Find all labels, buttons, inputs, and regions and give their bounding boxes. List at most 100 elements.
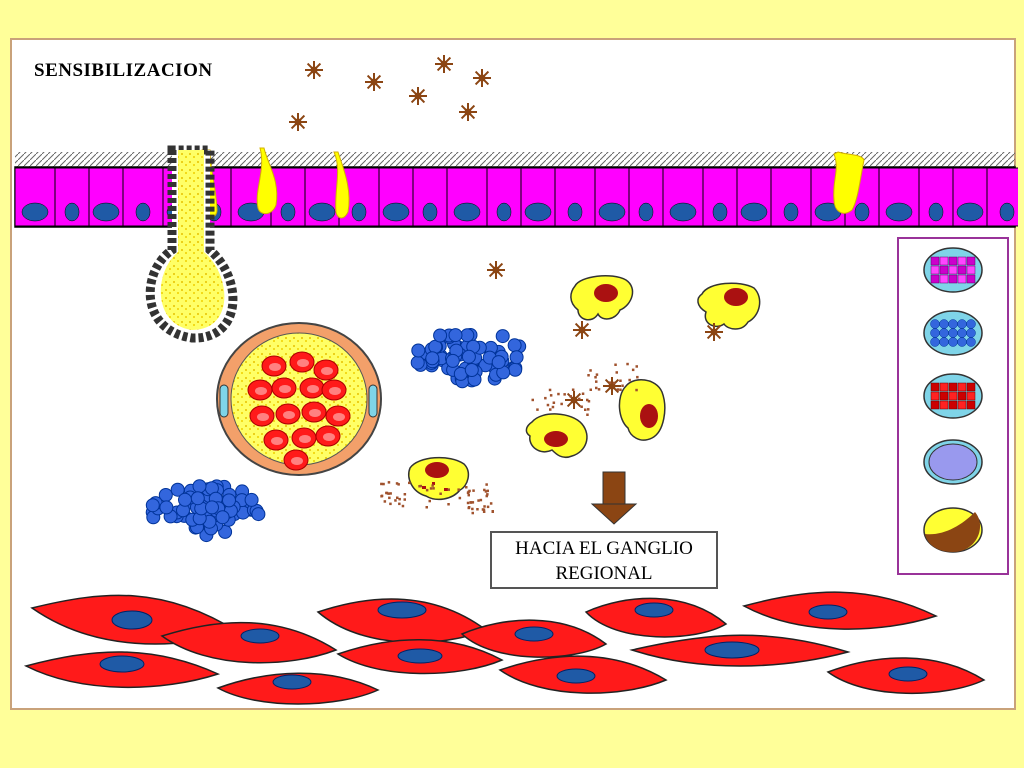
nucleus	[21, 202, 49, 222]
mast-cell-cluster	[410, 328, 527, 389]
red-cell	[263, 429, 289, 451]
antigen-star	[365, 73, 383, 91]
nucleus	[783, 202, 799, 222]
fibroblast	[23, 651, 221, 689]
epithelial-cell	[770, 167, 812, 227]
nucleus	[638, 202, 654, 222]
langerhans-cell	[525, 413, 588, 459]
red-cell	[261, 355, 287, 377]
epithelial-cell	[702, 167, 738, 227]
langerhans-cell	[697, 282, 761, 330]
epithelial-cell	[554, 167, 596, 227]
nucleus	[634, 602, 674, 618]
red-granulated-cell	[923, 373, 983, 419]
red-cell	[271, 377, 297, 399]
epithelial-cell	[628, 167, 664, 227]
fibroblast	[629, 634, 851, 667]
antigen-star	[705, 323, 723, 341]
epithelial-cell	[952, 167, 988, 227]
nucleus	[272, 674, 312, 690]
fibroblast-layer	[23, 591, 986, 705]
nucleus	[496, 202, 512, 222]
granule	[170, 482, 185, 497]
granule	[508, 362, 523, 377]
fibroblast	[498, 655, 668, 694]
granule	[460, 328, 475, 343]
antigen-star	[459, 103, 477, 121]
nucleus	[524, 202, 552, 222]
nucleus	[99, 655, 145, 673]
epithelial-cell	[378, 167, 414, 227]
granule	[222, 493, 236, 508]
langerhans-cell	[408, 456, 470, 501]
granule	[410, 355, 425, 370]
granule	[192, 479, 207, 494]
granule	[448, 328, 463, 343]
diagram-slide: SENSIBILIZACION HACIA EL GANGLIO REGIONA…	[10, 38, 1018, 710]
nucleus	[280, 202, 296, 222]
granule	[159, 500, 174, 515]
granule	[509, 350, 524, 365]
down-arrow-icon	[590, 471, 638, 525]
antigen-star	[565, 391, 583, 409]
nucleus	[956, 202, 984, 222]
antigen-star	[435, 55, 453, 73]
antigen-particles	[289, 55, 723, 409]
epithelial-cell	[304, 167, 340, 227]
granule	[244, 492, 259, 507]
nucleus	[712, 202, 728, 222]
fibroblast	[336, 639, 504, 675]
nucleus	[567, 202, 583, 222]
red-cell	[275, 403, 301, 425]
antigen-star	[603, 377, 621, 395]
red-cell	[325, 405, 351, 427]
granule	[215, 510, 230, 525]
epithelial-cell	[520, 167, 556, 227]
fibroblast	[216, 672, 380, 705]
follicle	[216, 322, 382, 476]
nucleus	[928, 202, 944, 222]
langerhans-cell	[618, 379, 666, 441]
antigen-star	[289, 113, 307, 131]
red-cell	[299, 377, 325, 399]
blue-granulated-cell	[923, 310, 983, 356]
destination-label-line1: HACIA EL GANGLIO	[515, 538, 693, 559]
epithelial-cell	[486, 167, 522, 227]
fibroblast	[316, 598, 488, 644]
epithelial-cell	[14, 167, 56, 227]
langerhans-cell	[570, 274, 634, 321]
langerhans-cells	[408, 274, 761, 501]
fibroblast	[826, 657, 986, 694]
nucleus	[888, 666, 928, 682]
antigen-star	[573, 321, 591, 339]
nucleus	[92, 202, 120, 222]
yellow-brown-cell	[923, 507, 983, 553]
gland	[145, 145, 238, 343]
destination-label-box: HACIA EL GANGLIO REGIONAL	[490, 531, 718, 589]
red-cell	[289, 351, 315, 373]
nucleus	[885, 202, 913, 222]
nucleus	[377, 601, 427, 619]
granule	[178, 492, 192, 507]
nucleus	[740, 202, 768, 222]
antigen-star	[305, 61, 323, 79]
antigen-star	[473, 69, 491, 87]
granule	[433, 328, 448, 343]
nucleus	[382, 202, 410, 222]
nucleus	[854, 202, 870, 222]
nucleus	[351, 202, 367, 222]
nucleus	[999, 202, 1015, 222]
epithelial-cell	[878, 167, 920, 227]
fibroblast	[741, 591, 939, 630]
nucleus	[135, 202, 151, 222]
red-cell	[313, 359, 339, 381]
diagram-title: SENSIBILIZACION	[34, 60, 213, 81]
nucleus	[704, 641, 760, 659]
antigen-star	[409, 87, 427, 105]
granule	[445, 353, 460, 368]
nucleus	[64, 202, 80, 222]
nucleus	[598, 202, 626, 222]
granule	[491, 355, 506, 370]
magenta-granulated-cell	[923, 247, 983, 293]
epithelial-cell	[986, 167, 1018, 227]
